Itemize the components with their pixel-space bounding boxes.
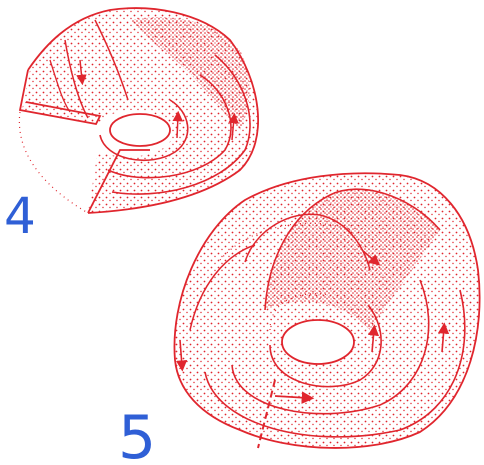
figure-4-label: 4 (4, 187, 36, 245)
figure-5-surface (174, 173, 479, 448)
figure-5-label: 5 (118, 403, 156, 465)
figure-4-hole (110, 114, 170, 146)
figure-4-arrow-up-inner (177, 116, 178, 138)
figure-5-hole (282, 320, 354, 364)
figure-4-surface (19, 8, 258, 213)
